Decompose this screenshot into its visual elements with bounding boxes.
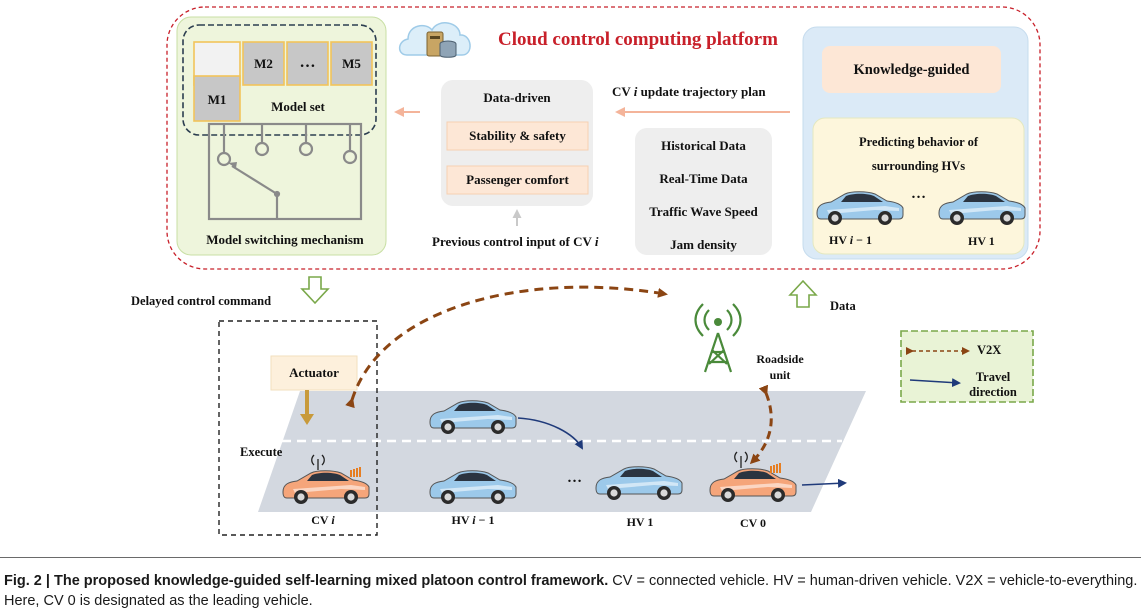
model-m5-label: M5 bbox=[342, 56, 361, 71]
v2x-arc-main bbox=[345, 285, 668, 409]
model-m2-label: M2 bbox=[254, 56, 273, 71]
comfort-box bbox=[446, 165, 589, 195]
travel-arrow bbox=[801, 478, 847, 488]
model-set-label: Model set bbox=[271, 99, 325, 114]
legend-box bbox=[900, 330, 1034, 403]
knowledge-hv-left-label: HV i − 1 bbox=[829, 233, 872, 247]
cv-0-antenna-icon bbox=[734, 451, 748, 468]
platform-title: Cloud control computing platform bbox=[498, 29, 778, 50]
data-label: Data bbox=[830, 299, 856, 313]
legend-travel-label-1: Travel bbox=[975, 370, 1011, 384]
caption-text: CV = connected vehicle. HV = human-drive… bbox=[4, 573, 1138, 609]
legend-v2x-label: V2X bbox=[977, 343, 1002, 357]
roadside-unit-icon bbox=[694, 303, 742, 373]
data-item-wave-speed: Traffic Wave Speed bbox=[649, 204, 758, 219]
comfort-label: Passenger comfort bbox=[466, 172, 569, 187]
model-dots-label: … bbox=[299, 54, 316, 71]
legend-travel-arrow bbox=[909, 378, 961, 388]
execute-label: Execute bbox=[240, 445, 283, 459]
hv-1-label: HV 1 bbox=[626, 515, 654, 529]
data-items-box bbox=[635, 128, 772, 255]
knowledge-title: Knowledge-guided bbox=[853, 62, 970, 78]
framework-diagram bbox=[166, 6, 1041, 536]
roadside-label-2: unit bbox=[769, 368, 791, 382]
v2x-arc-rsu bbox=[749, 384, 773, 465]
predict-box bbox=[812, 117, 1025, 255]
data-item-historical: Historical Data bbox=[661, 138, 746, 153]
cv-i-radar-icon bbox=[350, 467, 361, 477]
roadside-label-1: Roadside bbox=[756, 352, 804, 366]
predict-line-2: surrounding HVs bbox=[871, 159, 966, 173]
data-item-jam-density: Jam density bbox=[670, 237, 737, 252]
cv-0-radar-icon bbox=[770, 463, 781, 473]
lane-change-arrow bbox=[517, 417, 583, 450]
up-hollow-arrow bbox=[788, 279, 818, 308]
model-tile-dots bbox=[286, 41, 329, 86]
cloud-server-icon bbox=[398, 22, 471, 58]
road-ellipsis: … bbox=[567, 470, 582, 486]
legend-travel-label-2: direction bbox=[969, 385, 1017, 399]
model-set-frame bbox=[182, 24, 377, 136]
update-trajectory-label: CV i update trajectory plan bbox=[612, 84, 766, 99]
hv-i-1-label: HV i − 1 bbox=[451, 513, 495, 527]
data-driven-title: Data-driven bbox=[483, 90, 551, 105]
actuator-box bbox=[270, 355, 358, 391]
stability-box bbox=[446, 121, 589, 151]
stability-label: Stability & safety bbox=[469, 128, 566, 143]
caption-bold: Fig. 2 | The proposed knowledge-guided s… bbox=[4, 573, 609, 589]
model-tile-m1 bbox=[193, 75, 241, 122]
knowledge-title-box bbox=[822, 46, 1001, 93]
knowledge-ellipsis: … bbox=[911, 186, 926, 202]
switching-label: Model switching mechanism bbox=[206, 232, 364, 247]
cv-i-antenna-icon bbox=[311, 454, 325, 470]
cv-0-label: CV 0 bbox=[739, 516, 767, 530]
down-hollow-arrow bbox=[300, 276, 330, 305]
figure-caption: Fig. 2 | The proposed knowledge-guided s… bbox=[4, 571, 1140, 611]
model-tile-m5 bbox=[330, 41, 373, 86]
cv-i-frame bbox=[218, 320, 378, 536]
previous-input-label: Previous control input of CV i bbox=[432, 234, 599, 249]
caption-separator bbox=[0, 557, 1141, 558]
predict-line-1: Predicting behavior of bbox=[859, 135, 978, 149]
switch-mechanism bbox=[207, 122, 363, 221]
actuator-label: Actuator bbox=[289, 365, 339, 380]
cv-i-label: CV i bbox=[311, 513, 335, 527]
model-tile-m2 bbox=[242, 41, 285, 86]
knowledge-hv-right-label: HV 1 bbox=[968, 234, 995, 248]
delayed-command-label: Delayed control command bbox=[131, 294, 272, 308]
data-item-realtime: Real-Time Data bbox=[659, 171, 748, 186]
cloud-platform-border bbox=[166, 6, 1041, 270]
model-m1-label: M1 bbox=[207, 92, 227, 107]
